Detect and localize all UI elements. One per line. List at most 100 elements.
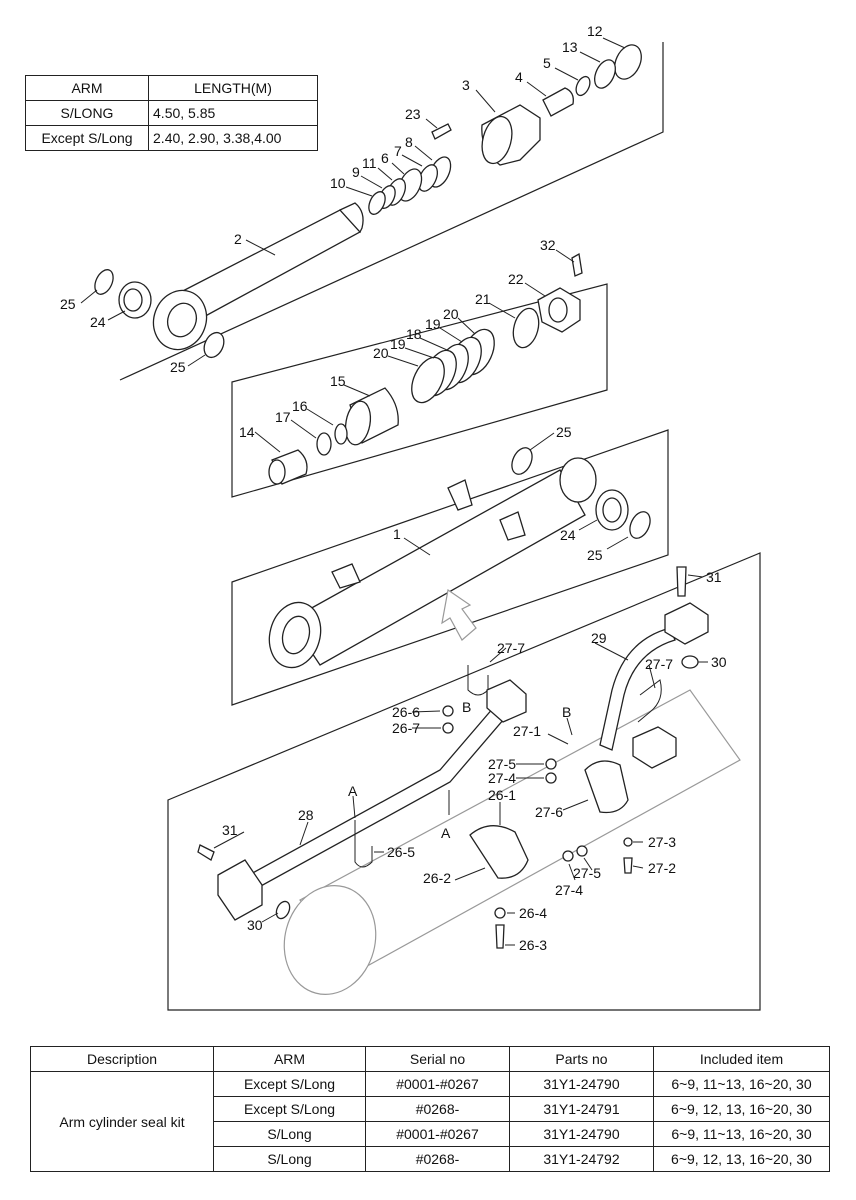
table-row: S/Long #0001-#0267 31Y1-24790 6~9, 11~13… — [31, 1121, 830, 1147]
set-screw-32 — [571, 252, 583, 277]
u-bolt-26-5 — [354, 820, 373, 868]
callout-26-2: 26-2 — [423, 870, 451, 886]
callout-10: 10 — [330, 175, 346, 191]
callout-15: 15 — [330, 373, 346, 389]
washer-27-4 — [545, 772, 557, 784]
rod-eye-hole — [166, 302, 198, 338]
washer-26-7 — [442, 722, 454, 734]
ring-20b — [411, 356, 445, 404]
callout-20-lower: 20 — [373, 345, 389, 361]
callout-20-upper: 20 — [443, 306, 459, 322]
length-cell: 2.40, 2.90, 3.38,4.00 — [148, 125, 318, 151]
washer-27-3 — [623, 837, 633, 847]
clamp-27-1 — [584, 760, 629, 814]
callout-29: 29 — [591, 630, 607, 646]
washer-27-5-lower — [576, 845, 588, 857]
o-ring-30-right — [681, 655, 699, 669]
callout-25-tube-top: 25 — [556, 424, 572, 440]
kit-header-arm: ARM — [213, 1046, 366, 1072]
callout-27-4-top: 27-4 — [488, 770, 516, 786]
tube-bracket-1 — [447, 479, 473, 511]
bushing-24-tube-bore — [602, 497, 622, 523]
bolt-31-right — [676, 566, 687, 597]
callout-21: 21 — [475, 291, 491, 307]
u-bolt-27-7-right — [637, 679, 662, 723]
kit-parts-cell: 31Y1-24792 — [509, 1146, 654, 1172]
table-row: Except S/Long #0268- 31Y1-24791 6~9, 12,… — [31, 1096, 830, 1122]
callout-32: 32 — [540, 237, 556, 253]
bushing-4 — [542, 87, 574, 117]
cylinder-ghost-head — [283, 885, 377, 995]
ring-16 — [334, 423, 348, 445]
callout-19-upper: 19 — [425, 316, 441, 332]
table-row: Arm cylinder seal kit Except S/Long #000… — [30, 1071, 830, 1172]
arm-table-header-length: LENGTH(M) — [148, 75, 318, 101]
block-26 — [486, 679, 527, 723]
callout-24-tube: 24 — [560, 527, 576, 543]
callout-27-5-lower: 27-5 — [573, 865, 601, 881]
callout-27-7-top: 27-7 — [497, 640, 525, 656]
nut-27-5 — [545, 758, 557, 770]
assembly-arrow — [441, 588, 477, 641]
washer-26-4 — [494, 907, 506, 919]
callout-16: 16 — [292, 398, 308, 414]
callout-17: 17 — [275, 409, 291, 425]
kit-arm-cell: Except S/Long — [213, 1096, 366, 1122]
nut-27-4-lower — [562, 850, 574, 862]
nut-26-6 — [442, 705, 454, 717]
bushing-24-bore — [123, 288, 143, 312]
o-ring-30-left — [275, 900, 291, 920]
ring-13 — [594, 59, 616, 89]
callout-27-4-lower: 27-4 — [555, 882, 583, 898]
callout-26-1: 26-1 — [488, 787, 516, 803]
callout-27-2: 27-2 — [648, 860, 676, 876]
callout-26-4: 26-4 — [519, 905, 547, 921]
rod-end — [338, 202, 364, 234]
callout-19-lower: 19 — [390, 336, 406, 352]
kit-arm-cell: S/Long — [213, 1146, 366, 1172]
kit-header-parts: Parts no — [509, 1046, 654, 1072]
tube-bracket-3 — [331, 563, 361, 589]
kit-parts-cell: 31Y1-24790 — [509, 1071, 654, 1097]
dust-seal-25-lower — [203, 331, 225, 359]
ref-b-left: B — [462, 699, 471, 715]
callout-27-6: 27-6 — [535, 804, 563, 820]
tube-eye — [559, 457, 597, 503]
callout-26-6: 26-6 — [392, 704, 420, 720]
table-row: S/Long #0268- 31Y1-24792 6~9, 12, 13, 16… — [31, 1146, 830, 1172]
arm-cell: S/LONG — [24, 100, 150, 126]
callout-27-3: 27-3 — [648, 834, 676, 850]
dust-seal-25-top — [94, 269, 114, 295]
dust-seal-25-tube — [511, 447, 533, 475]
kit-included-cell: 6~9, 12, 13, 16~20, 30 — [653, 1146, 830, 1172]
kit-parts-cell: 31Y1-24790 — [509, 1121, 654, 1147]
callout-18: 18 — [406, 326, 422, 342]
kit-included-cell: 6~9, 12, 13, 16~20, 30 — [653, 1096, 830, 1122]
frame-rod-group — [119, 42, 664, 381]
kit-header-serial: Serial no — [365, 1046, 510, 1072]
callout-25-tube-right: 25 — [587, 547, 603, 563]
kit-description-cell: Arm cylinder seal kit — [30, 1071, 214, 1172]
ring-5 — [575, 75, 591, 97]
callout-12: 12 — [587, 23, 603, 39]
callout-22: 22 — [508, 271, 524, 287]
flange-29-top — [664, 602, 709, 645]
callout-23: 23 — [405, 106, 421, 122]
clamp-26-1 — [469, 825, 529, 879]
seal-kit-table: Description ARM Serial no Parts no Inclu… — [30, 1046, 830, 1172]
ref-a-lower: A — [441, 825, 451, 841]
callout-25-rod-lower: 25 — [170, 359, 186, 375]
cylinder-tube-1 — [289, 469, 586, 666]
callout-13: 13 — [562, 39, 578, 55]
callout-14: 14 — [239, 424, 255, 440]
flange-28 — [217, 859, 263, 921]
dust-seal-25-tube-right — [629, 511, 651, 539]
kit-serial-cell: #0001-#0267 — [365, 1121, 510, 1147]
nut-22-bore — [548, 297, 568, 323]
u-bolt-27-7-left — [467, 665, 489, 696]
arm-table-header-arm: ARM — [24, 75, 150, 101]
kit-included-cell: 6~9, 11~13, 16~20, 30 — [653, 1071, 830, 1097]
callout-2: 2 — [234, 231, 242, 247]
kit-header-included: Included item — [653, 1046, 830, 1072]
callout-27-7-right: 27-7 — [645, 656, 673, 672]
